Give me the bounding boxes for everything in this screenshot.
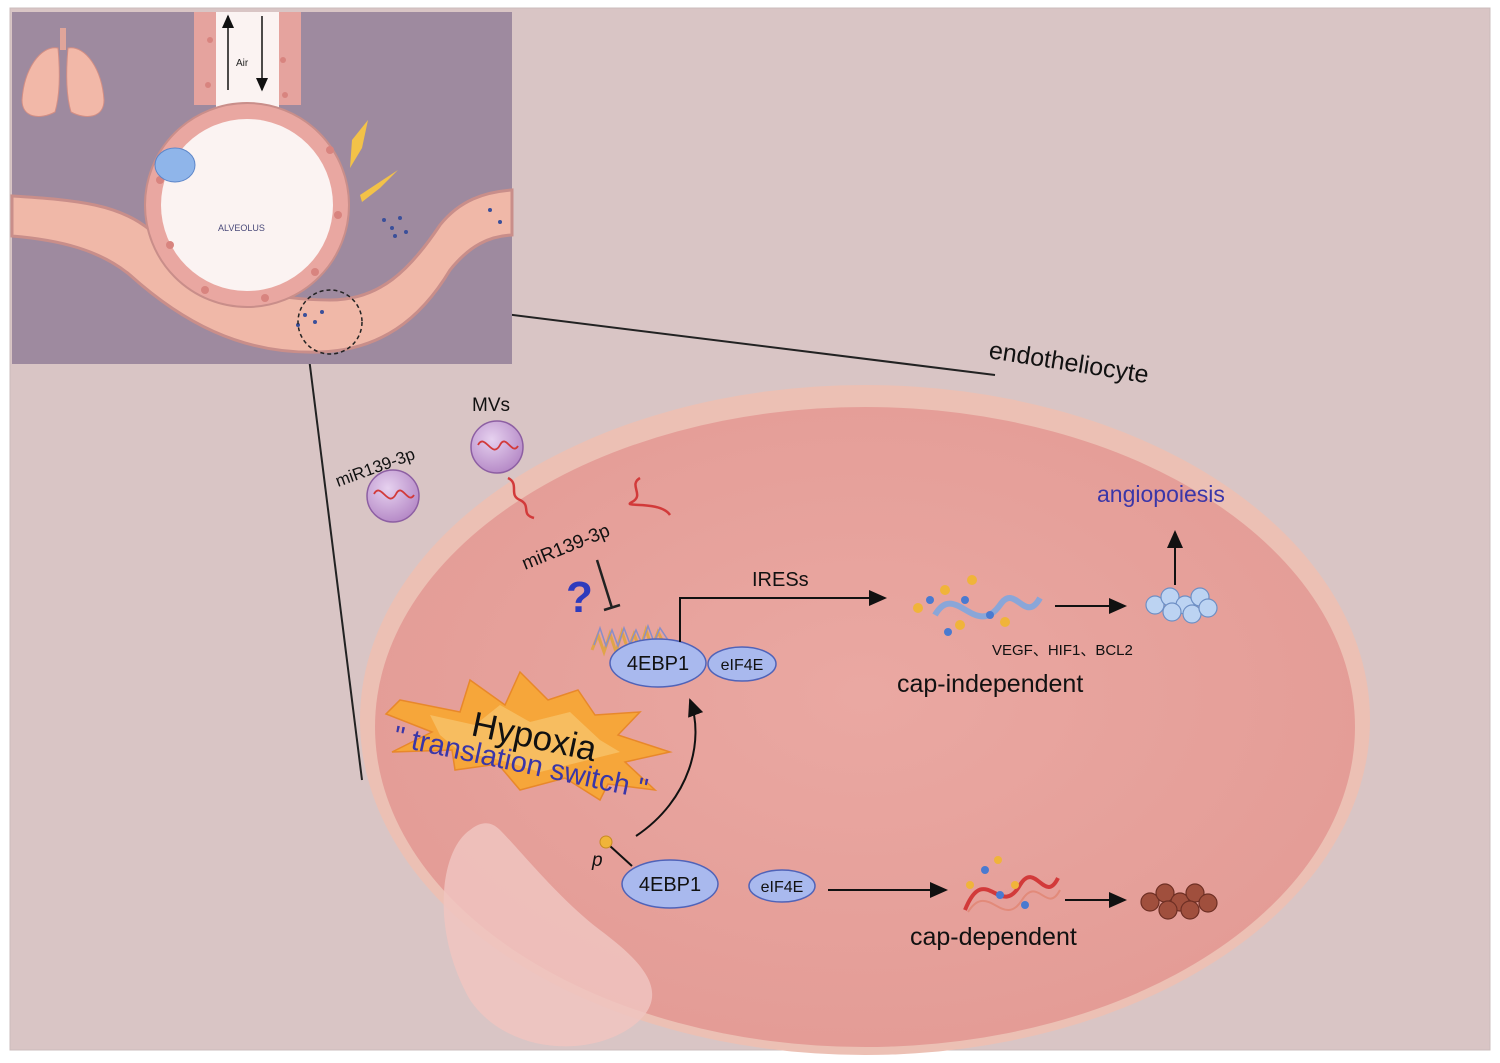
eif4e-bottom-label: eIF4E	[761, 879, 804, 896]
inhibition-symbol	[595, 559, 621, 612]
iress-label: IRESs	[752, 569, 809, 591]
fibroblast-1	[350, 120, 368, 168]
cap-independent-protein-cluster	[1145, 587, 1218, 624]
eif4e-top-oval	[707, 646, 777, 682]
alveolus-inset: Air ALVEOLUS	[10, 12, 514, 364]
cap-independent-mrna	[913, 575, 1043, 636]
lungs-icon	[21, 28, 105, 117]
mv-vesicle-2	[366, 469, 420, 523]
hypoxia-burst	[384, 670, 673, 802]
switch-curved-arrow	[635, 698, 704, 837]
airway-wall	[194, 12, 301, 105]
cap-dependent-mrna	[963, 856, 1061, 913]
genes-label: VEGF、HIF1、BCL2	[992, 642, 1133, 659]
fibroblast-2	[360, 170, 398, 202]
angiopoiesis-label: angiopoiesis	[1097, 481, 1225, 507]
eif4e-top-label: eIF4E	[721, 657, 764, 674]
4ebp1-top-oval	[609, 638, 707, 688]
endotheliocyte-cell	[375, 407, 1355, 1047]
zoom-line-left	[303, 317, 363, 781]
macrophage	[154, 147, 196, 183]
top-4ebp1-complex: 4EBP1 eIF4E	[590, 623, 777, 688]
iress-arrow	[679, 590, 887, 642]
bottom-4ebp1-complex: p 4EBP1 eIF4E	[591, 835, 816, 909]
mv-vesicle-1	[470, 420, 524, 474]
zoom-circle	[297, 289, 363, 355]
inset-particles	[296, 208, 502, 327]
mirna-strand-1	[507, 476, 535, 520]
4ebp1-top-label: 4EBP1	[627, 653, 689, 675]
airway-lumen	[216, 12, 279, 112]
cap-dependent-label: cap-dependent	[910, 923, 1077, 951]
cap-independent-label: cap-independent	[897, 670, 1083, 698]
cap-dependent-protein-cluster	[1140, 883, 1218, 920]
alveolus-lumen	[161, 119, 333, 291]
air-label: Air	[236, 58, 249, 69]
eif4e-bottom-oval	[748, 869, 816, 903]
mvs-label: MVs	[472, 395, 510, 416]
phosphate-group	[599, 835, 613, 849]
4ebp1-bottom-oval	[621, 859, 719, 909]
question-mark: ?	[566, 573, 593, 622]
nucleus-shape	[443, 823, 653, 1047]
mirna-strand-2	[628, 476, 672, 516]
alveolus-label: ALVEOLUS	[218, 223, 265, 233]
phospho-label: p	[591, 850, 603, 871]
4ebp1-bottom-label: 4EBP1	[639, 874, 701, 896]
alveolar-cell-nuclei	[156, 37, 342, 302]
